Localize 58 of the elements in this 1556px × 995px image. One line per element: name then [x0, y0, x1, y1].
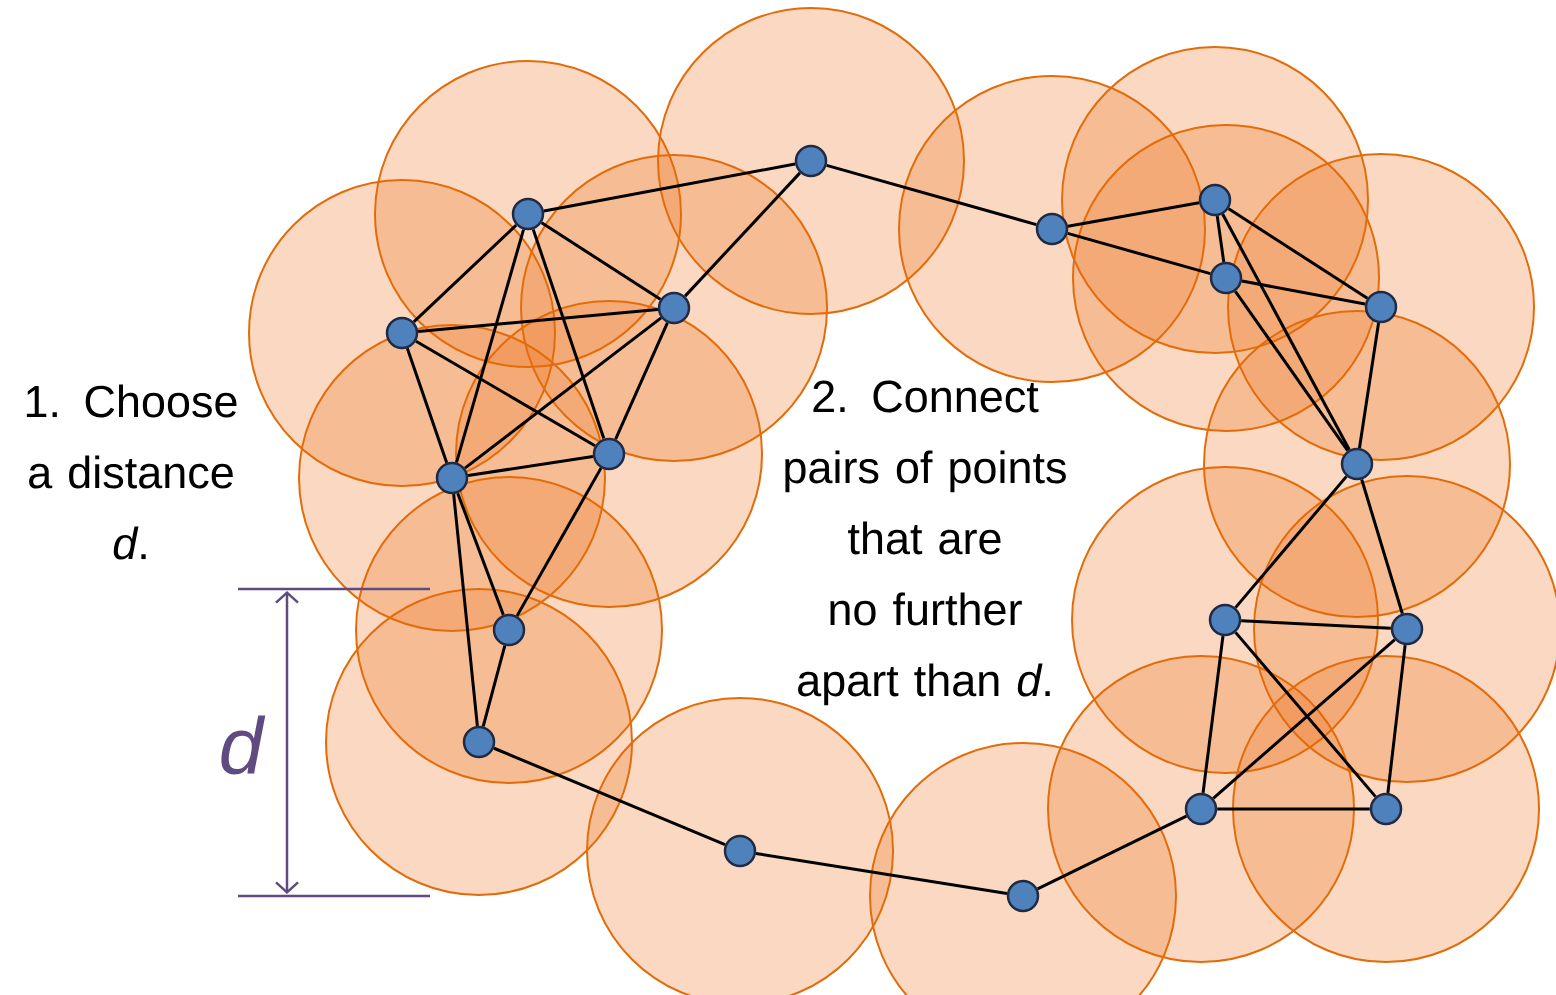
- edge-line: [540, 221, 662, 301]
- edge-line: [1386, 644, 1407, 794]
- point: [1364, 290, 1398, 324]
- point: [435, 461, 469, 495]
- edge-line: [418, 308, 658, 333]
- edge-line: [531, 228, 606, 440]
- edge-line: [452, 494, 479, 726]
- edge-line: [684, 171, 802, 298]
- edge-line: [412, 224, 518, 323]
- edge-line: [1215, 215, 1226, 263]
- edge-line: [1241, 279, 1366, 306]
- edge-line: [467, 454, 594, 478]
- point: [1390, 612, 1424, 646]
- edge-line: [1360, 479, 1404, 614]
- instruction-text: 1. Choose a distance d.: [26, 384, 237, 560]
- point: [1340, 447, 1374, 481]
- edge-line: [1201, 635, 1225, 794]
- point: [657, 291, 691, 325]
- point: [1184, 792, 1218, 826]
- edge-line: [826, 163, 1037, 227]
- edge-line: [755, 852, 1008, 895]
- edge-line: [456, 492, 505, 616]
- edge-line: [455, 229, 525, 463]
- point: [592, 437, 626, 471]
- edge-line: [405, 347, 449, 464]
- edge-line: [1241, 619, 1391, 630]
- point: [1209, 261, 1243, 295]
- edge-line: [1067, 201, 1200, 228]
- edge-line: [515, 467, 603, 617]
- edge-line: [1234, 290, 1349, 452]
- edge-line: [1357, 322, 1381, 449]
- edge-line: [543, 162, 796, 213]
- edge-line: [464, 316, 663, 470]
- edge-line: [481, 645, 507, 727]
- point: [794, 144, 828, 178]
- point: [511, 197, 545, 231]
- edge-line: [415, 339, 596, 448]
- edge-line: [1036, 814, 1188, 891]
- point: [1035, 212, 1069, 246]
- edge-line: [614, 322, 669, 440]
- dimension-label: d: [221, 715, 266, 775]
- edge-line: [1212, 638, 1396, 800]
- point: [1006, 879, 1040, 913]
- edge-line: [1221, 213, 1351, 451]
- edge-line: [1234, 631, 1377, 798]
- point: [1369, 792, 1403, 826]
- point: [492, 613, 526, 647]
- point: [1208, 603, 1242, 637]
- instruction-text: 2. Connect pairs of points that are no further apart than d.: [785, 380, 1066, 706]
- point: [462, 725, 496, 759]
- point: [723, 834, 757, 868]
- edge-line: [493, 746, 726, 847]
- edge-line: [1217, 807, 1370, 811]
- point: [385, 316, 419, 350]
- point: [1198, 183, 1232, 217]
- edge-line: [1067, 231, 1211, 276]
- edge-line: [1227, 207, 1369, 300]
- edge-line: [1234, 475, 1348, 609]
